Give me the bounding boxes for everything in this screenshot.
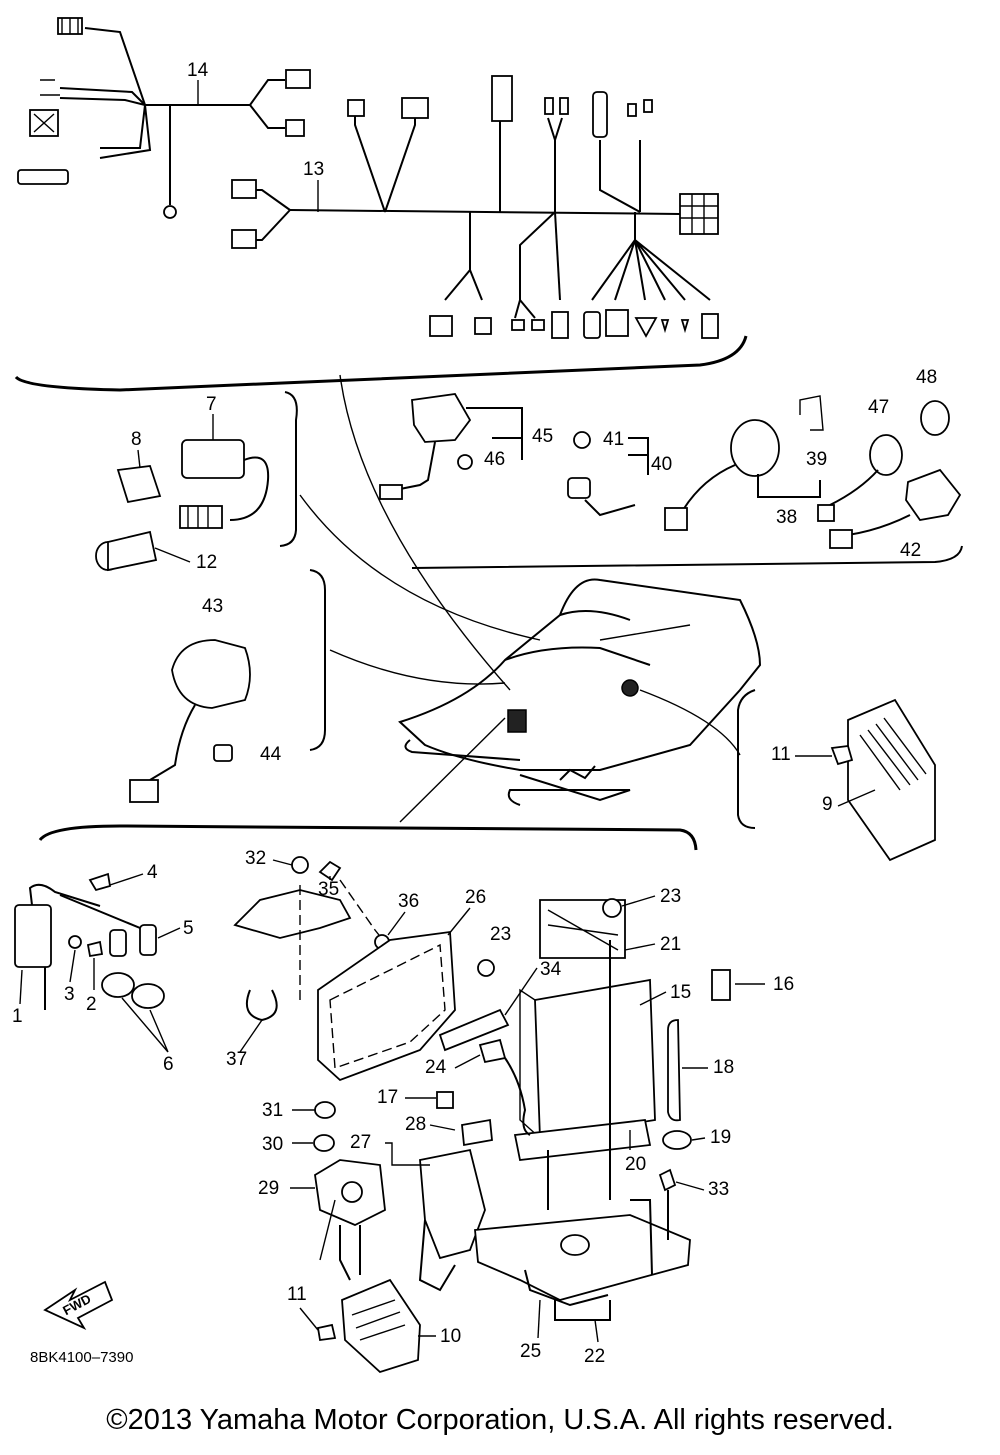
callout-1: 1 xyxy=(12,1006,23,1027)
callout-3: 3 xyxy=(64,984,75,1005)
callout-23-top: 23 xyxy=(660,886,681,907)
snowmobile-outline xyxy=(299,374,762,829)
callout-42: 42 xyxy=(900,540,921,561)
callout-13: 13 xyxy=(303,159,324,180)
callout-leaders xyxy=(19,80,876,1343)
callout-19: 19 xyxy=(710,1127,731,1148)
callout-15: 15 xyxy=(670,982,691,1003)
callout-17: 17 xyxy=(377,1087,398,1108)
wire-harness-13 xyxy=(14,75,748,392)
wire-harness-14 xyxy=(17,17,311,219)
callout-44: 44 xyxy=(260,744,282,765)
callout-10: 10 xyxy=(440,1326,461,1347)
callout-7: 7 xyxy=(206,394,217,415)
callout-46: 46 xyxy=(484,449,505,470)
lower-electrical-section xyxy=(14,824,731,1374)
callout-38: 38 xyxy=(776,507,797,528)
callout-43: 43 xyxy=(202,596,223,617)
cdi-components-group xyxy=(95,391,298,572)
switch-panel-group xyxy=(379,393,963,569)
callout-40: 40 xyxy=(651,454,672,475)
callout-24: 24 xyxy=(425,1057,447,1078)
callout-23-mid: 23 xyxy=(490,924,511,945)
callout-32: 32 xyxy=(245,848,266,869)
callout-45: 45 xyxy=(532,426,553,447)
callout-6: 6 xyxy=(163,1054,174,1075)
callout-9: 9 xyxy=(822,794,833,815)
callout-16: 16 xyxy=(773,974,794,995)
callout-36: 36 xyxy=(398,891,419,912)
callout-34: 34 xyxy=(540,959,562,980)
callout-31: 31 xyxy=(262,1100,283,1121)
callout-4: 4 xyxy=(147,862,158,883)
starter-relay-group xyxy=(129,639,251,803)
copyright-notice: ©2013 Yamaha Motor Corporation, U.S.A. A… xyxy=(106,1404,894,1436)
callout-25: 25 xyxy=(520,1341,541,1362)
callout-21: 21 xyxy=(660,934,681,955)
callout-5: 5 xyxy=(183,918,194,939)
callout-26: 26 xyxy=(465,887,486,908)
callout-22: 22 xyxy=(584,1346,605,1367)
callout-11-right: 11 xyxy=(771,744,791,765)
callout-14: 14 xyxy=(187,60,209,81)
callout-35: 35 xyxy=(318,879,339,900)
callout-11-lower: 11 xyxy=(287,1284,307,1305)
callout-28: 28 xyxy=(405,1114,426,1135)
callout-20: 20 xyxy=(625,1154,646,1175)
callout-41: 41 xyxy=(603,429,624,450)
callout-12: 12 xyxy=(196,552,217,573)
callout-8: 8 xyxy=(131,429,142,450)
regulator-right-group xyxy=(830,698,936,862)
callout-47: 47 xyxy=(868,397,889,418)
callout-37: 37 xyxy=(226,1049,247,1070)
callout-30: 30 xyxy=(262,1134,283,1155)
diagram-code: 8BK4100–7390 xyxy=(30,1349,133,1366)
callout-39: 39 xyxy=(806,449,827,470)
callout-18: 18 xyxy=(713,1057,734,1078)
callout-27: 27 xyxy=(350,1132,371,1153)
callout-labels: 14 13 7 8 12 45 46 41 40 39 38 47 48 42 … xyxy=(12,60,937,1367)
callout-48: 48 xyxy=(916,367,937,388)
callout-33: 33 xyxy=(708,1179,729,1200)
callout-2: 2 xyxy=(86,994,97,1015)
callout-29: 29 xyxy=(258,1178,279,1199)
